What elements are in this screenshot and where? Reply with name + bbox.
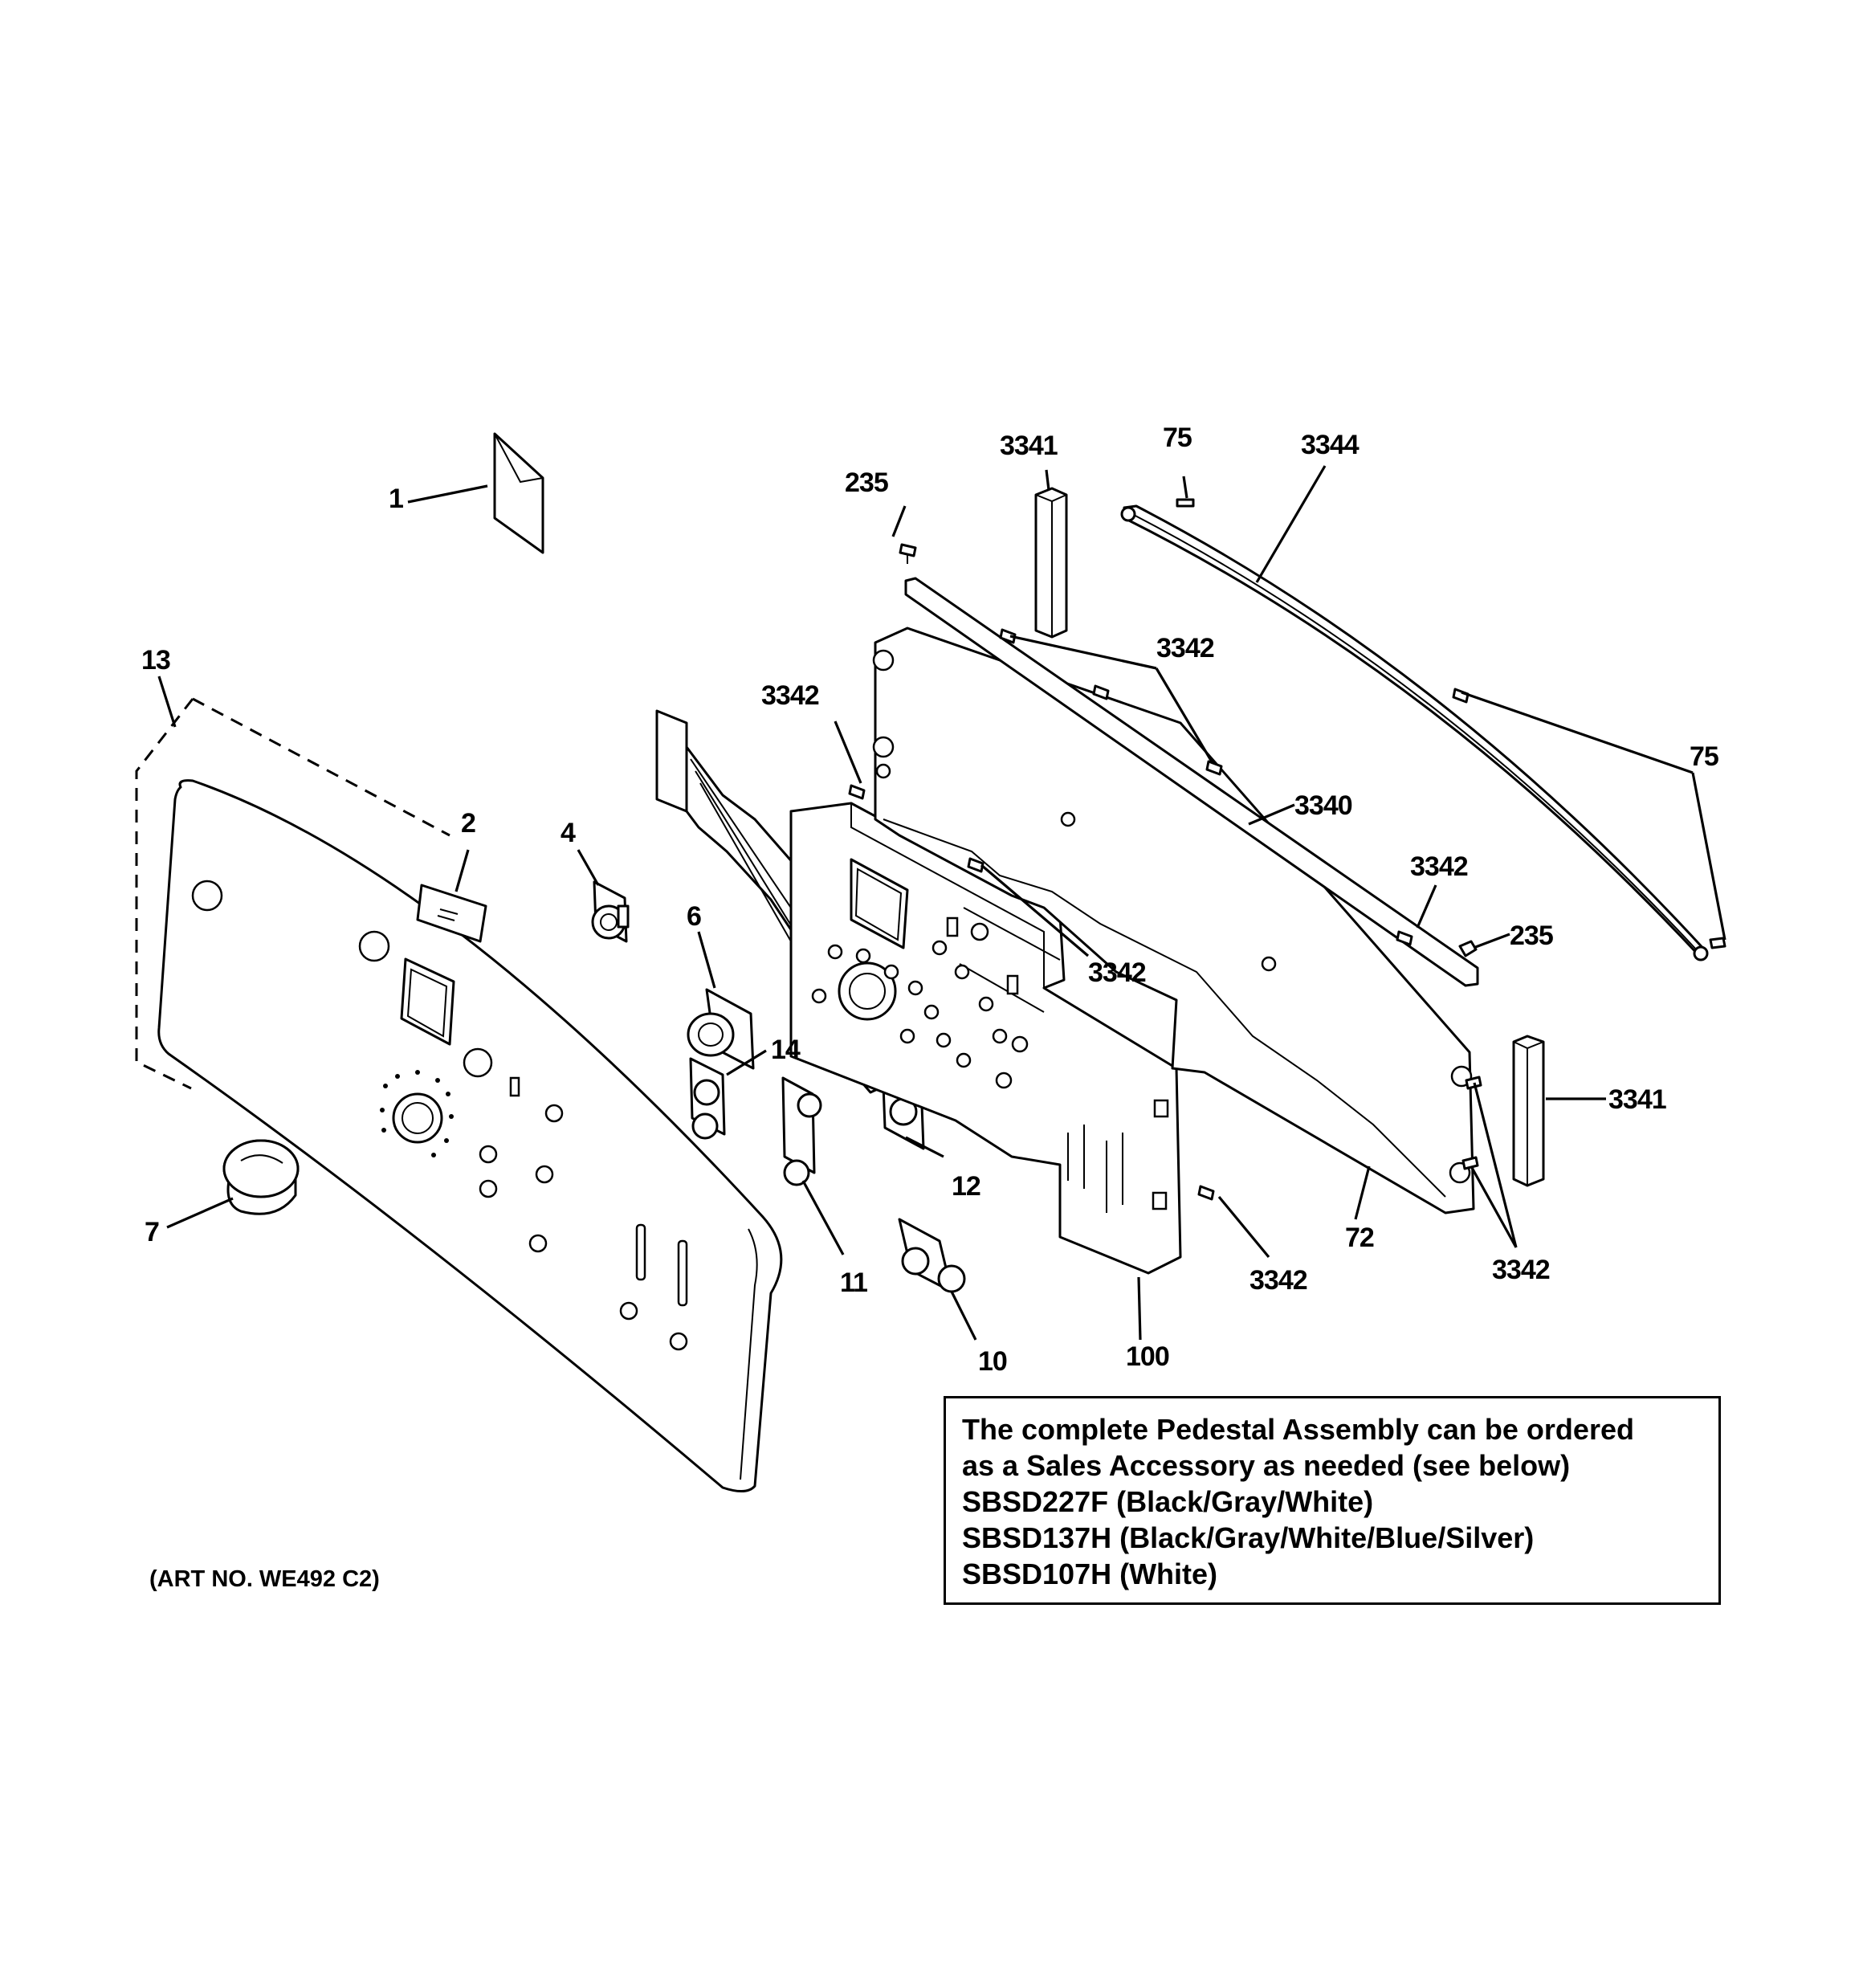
part-3341-foam-top (1034, 487, 1068, 639)
part-3341-foam-right (1512, 1035, 1545, 1187)
part-7-knob (222, 1139, 300, 1215)
label-3344: 3344 (1301, 430, 1360, 460)
part-10-buttons (898, 1218, 966, 1293)
art-number: (ART NO. WE492 C2) (149, 1566, 380, 1592)
label-2: 2 (461, 808, 475, 839)
label-10: 10 (978, 1346, 1007, 1377)
label-11: 11 (840, 1268, 867, 1298)
label-13: 13 (141, 645, 170, 676)
label-7: 7 (145, 1217, 159, 1247)
label-235-top: 235 (845, 467, 888, 498)
note-line-1: The complete Pedestal Assembly can be or… (962, 1413, 1634, 1446)
pedestal-note-box: The complete Pedestal Assembly can be or… (944, 1396, 1721, 1605)
label-14: 14 (771, 1035, 801, 1065)
part-13-assembly-outline (135, 697, 450, 1090)
part-2-display-lens (416, 884, 487, 943)
note-line-5: SBSD107H (White) (962, 1557, 1218, 1590)
label-3341-top: 3341 (1000, 431, 1058, 461)
part-14-buttons (689, 1057, 726, 1140)
screws (848, 498, 1726, 1201)
part-100-control-board (789, 802, 1182, 1275)
label-75-right: 75 (1690, 741, 1718, 772)
note-line-2: as a Sales Accessory as needed (see belo… (962, 1449, 1571, 1482)
label-235-right: 235 (1510, 921, 1553, 951)
part-6-encoder (687, 988, 755, 1070)
label-3342-upper-right: 3342 (1156, 633, 1214, 663)
label-75-top: 75 (1163, 423, 1192, 453)
label-3341-right: 3341 (1608, 1084, 1666, 1115)
label-12: 12 (952, 1171, 980, 1202)
label-3342-right: 3342 (1410, 851, 1468, 882)
part-11-buttons (781, 1076, 822, 1186)
part-1-manual (493, 432, 544, 554)
label-100: 100 (1126, 1341, 1169, 1372)
part-3340-rail (904, 577, 1479, 987)
label-3342-bottom-right: 3342 (1492, 1255, 1550, 1285)
label-72: 72 (1345, 1223, 1374, 1253)
part-72-back-plate (872, 627, 1475, 1214)
label-3342-upper-left: 3342 (761, 680, 819, 711)
label-4: 4 (561, 818, 576, 848)
label-3342-bottom: 3342 (1249, 1265, 1307, 1296)
part-3344-trim-strip (1120, 504, 1709, 961)
label-6: 6 (687, 901, 701, 932)
control-panel-fascia (157, 779, 783, 1492)
label-1: 1 (389, 484, 403, 514)
part-4-switch (591, 880, 630, 943)
label-3342-middle: 3342 (1088, 957, 1146, 988)
leader-lines (157, 465, 1726, 1341)
note-line-3: SBSD227F (Black/Gray/White) (962, 1485, 1374, 1518)
note-line-4: SBSD137H (Black/Gray/White/Blue/Silver) (962, 1521, 1535, 1554)
label-3340: 3340 (1294, 790, 1352, 821)
